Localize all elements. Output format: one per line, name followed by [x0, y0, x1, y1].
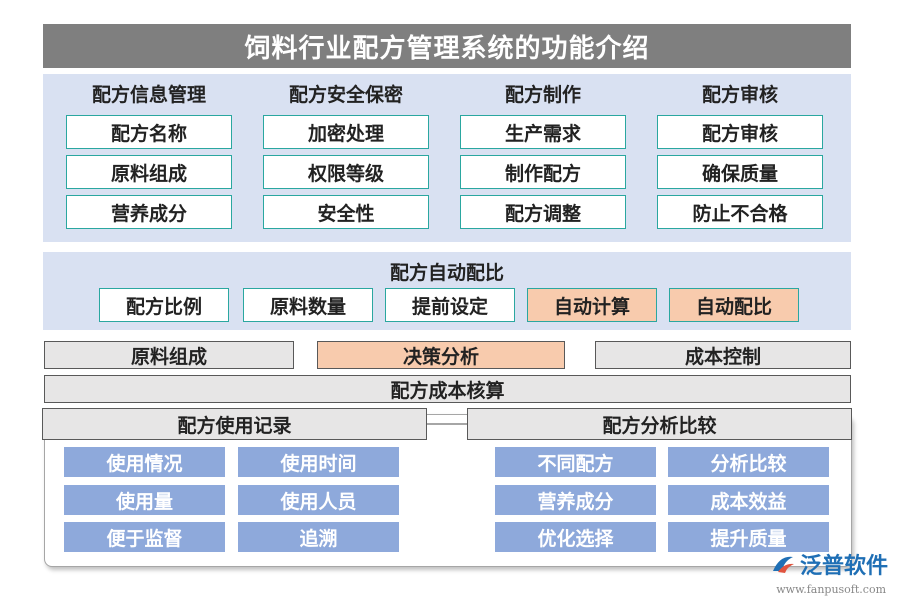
column-heading-review: 配方审核 — [701, 84, 778, 106]
security-item-safety: 安全性 — [263, 195, 429, 229]
column-heading-make: 配方制作 — [504, 84, 581, 106]
analysis-item-quality: 提升质量 — [668, 522, 829, 552]
bar-cost-control: 成本控制 — [595, 341, 851, 369]
section-connector — [426, 423, 468, 425]
analysis-item-optimize: 优化选择 — [495, 522, 656, 552]
usage-heading: 配方使用记录 — [42, 408, 427, 440]
brand-url: www.fanpusoft.com — [776, 583, 886, 596]
analysis-item-different: 不同配方 — [495, 447, 656, 477]
auto-item-calc: 自动计算 — [527, 288, 657, 322]
analysis-item-compare: 分析比较 — [668, 447, 829, 477]
usage-item-amount: 使用量 — [64, 485, 225, 515]
analysis-item-nutrition: 营养成分 — [495, 485, 656, 515]
review-item-quality: 确保质量 — [657, 155, 823, 189]
security-item-encrypt: 加密处理 — [263, 115, 429, 149]
review-item-reject: 防止不合格 — [657, 195, 823, 229]
auto-item-preset: 提前设定 — [385, 288, 515, 322]
bar-decision: 决策分析 — [317, 341, 565, 369]
fanpu-logo-icon — [772, 556, 794, 573]
info-item-ingredients: 原料组成 — [66, 155, 232, 189]
brand-logo: 泛普软件 — [770, 548, 888, 580]
auto-item-match: 自动配比 — [669, 288, 799, 322]
auto-item-ratio: 配方比例 — [99, 288, 229, 322]
usage-item-status: 使用情况 — [64, 447, 225, 477]
column-heading-info: 配方信息管理 — [91, 84, 206, 106]
review-item-review: 配方审核 — [657, 115, 823, 149]
make-item-demand: 生产需求 — [460, 115, 626, 149]
diagram-title: 饲料行业配方管理系统的功能介绍 — [43, 24, 851, 68]
auto-item-quantity: 原料数量 — [243, 288, 373, 322]
info-item-nutrition: 营养成分 — [66, 195, 232, 229]
security-item-permission: 权限等级 — [263, 155, 429, 189]
column-heading-security: 配方安全保密 — [288, 84, 403, 106]
analysis-item-benefit: 成本效益 — [668, 485, 829, 515]
info-item-name: 配方名称 — [66, 115, 232, 149]
analysis-heading: 配方分析比较 — [467, 408, 852, 440]
usage-item-supervise: 便于监督 — [64, 522, 225, 552]
usage-item-time: 使用时间 — [238, 447, 399, 477]
usage-item-trace: 追溯 — [238, 522, 399, 552]
brand-name: 泛普软件 — [799, 554, 888, 579]
bar-ingredients: 原料组成 — [44, 341, 294, 369]
make-item-adjust: 配方调整 — [460, 195, 626, 229]
bar-cost-accounting: 配方成本核算 — [44, 375, 851, 403]
usage-item-person: 使用人员 — [238, 485, 399, 515]
auto-heading: 配方自动配比 — [389, 262, 504, 284]
make-item-create: 制作配方 — [460, 155, 626, 189]
